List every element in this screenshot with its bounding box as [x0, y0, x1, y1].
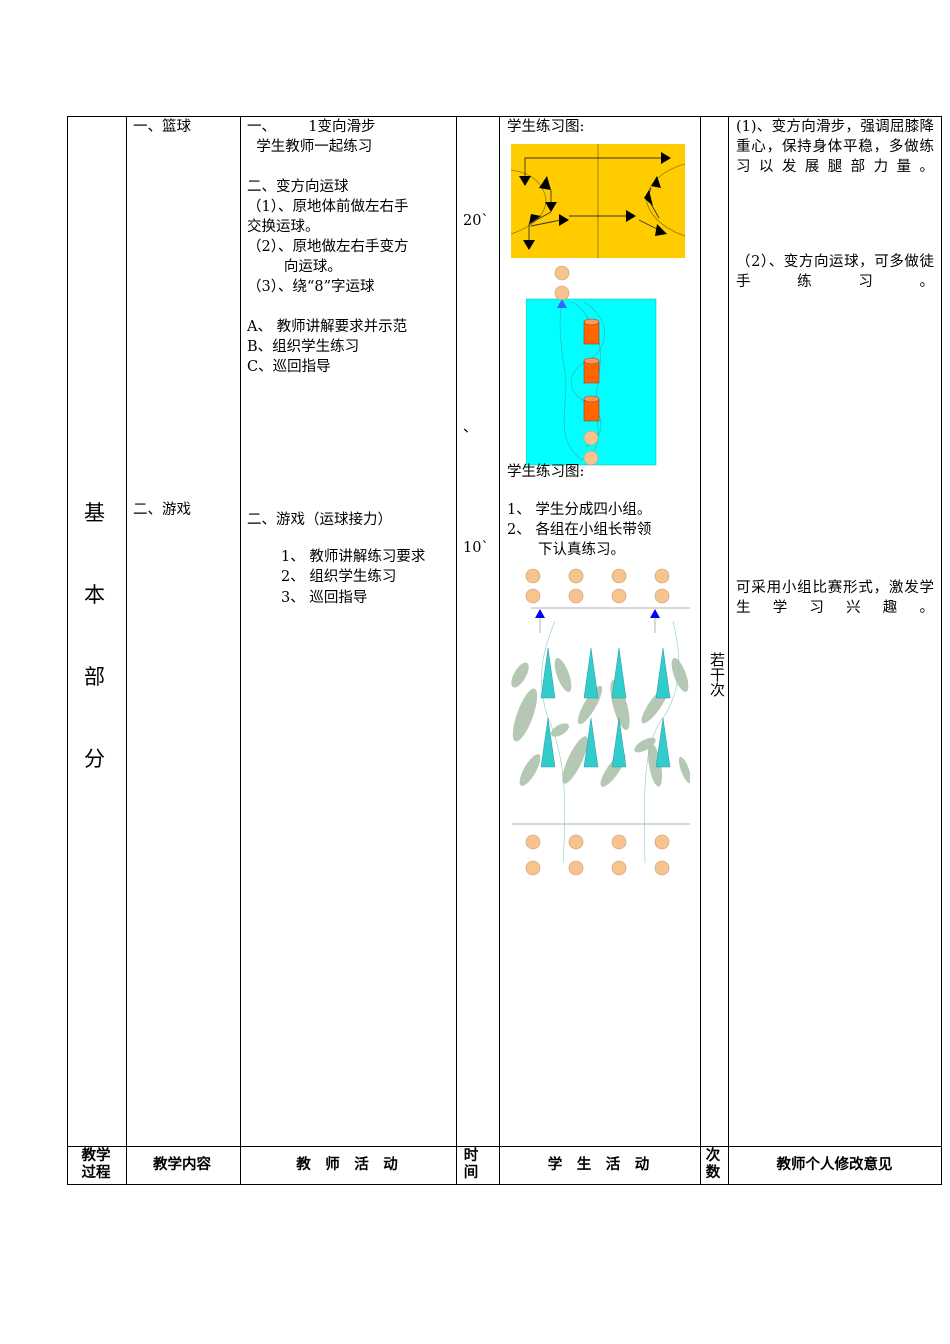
cylinder-cone-icon — [583, 318, 600, 422]
cone-triangle-icon — [540, 647, 671, 768]
section-label-char: 本 — [84, 583, 105, 607]
diagram-title-2: 学生练习图: — [507, 464, 585, 480]
col-divider — [700, 117, 701, 1184]
teacher-line — [247, 297, 452, 317]
teacher-line: B、组织学生练习 — [247, 339, 360, 355]
teacher-line: 向运球。 — [247, 259, 342, 275]
col-divider — [728, 117, 729, 1184]
teacher-line: 交换运球。 — [247, 219, 320, 235]
header-time: 时间 — [463, 1148, 479, 1181]
header-count: 次数 — [705, 1148, 721, 1181]
header-teacher-activity: 教 师 活 动 — [296, 1157, 398, 1173]
time-mark: 、 — [463, 420, 478, 436]
smiley-icon — [525, 568, 670, 876]
time-basketball: 20` — [463, 213, 489, 229]
section-label-char: 部 — [84, 665, 105, 689]
lesson-plan-table — [67, 116, 942, 1185]
figure-eight-dribble-diagram — [526, 265, 657, 466]
teacher-line: 学生教师一起练习 — [247, 139, 373, 155]
teacher-line: （1）、原地体前做左右手 — [247, 199, 409, 215]
remark-3: 可采用小组比赛形式，激发学生学习兴趣。 — [736, 580, 934, 616]
col-divider — [126, 117, 127, 1184]
teacher-line: （3）、绕“8”字运球 — [247, 279, 375, 295]
teacher-game-step: 2、 组织学生练习 — [281, 569, 397, 585]
teacher-game-step: 3、 巡回指导 — [281, 590, 368, 606]
col-divider — [240, 117, 241, 1184]
student-step: 1、 学生分成四小组。 — [507, 502, 652, 518]
header-teaching-content: 教学内容 — [153, 1157, 211, 1173]
header-teacher-comments: 教师个人修改意见 — [776, 1157, 893, 1173]
time-game: 10` — [463, 540, 489, 556]
count-value: 若干次 — [708, 652, 726, 697]
teacher-line: 二、变方向运球 — [247, 179, 349, 195]
content-game: 二、游戏 — [133, 502, 191, 518]
content-basketball: 一、篮球 — [133, 119, 191, 135]
header-student-activity: 学 生 活 动 — [547, 1157, 650, 1173]
diagram-title-1: 学生练习图: — [507, 119, 585, 135]
remark-1: (1)、变方向滑步，强调屈膝降重心，保持身体平稳，多做练习以发展腿部力量。 — [736, 119, 934, 175]
teacher-game-step: 1、 教师讲解练习要求 — [281, 549, 426, 565]
teacher-line — [247, 157, 452, 177]
student-step: 下认真练习。 — [538, 542, 625, 558]
footer-divider — [68, 1146, 941, 1147]
header-teaching-process: 教学过程 — [81, 1148, 111, 1181]
teacher-line: （2）、原地做左右手变方 — [247, 239, 409, 255]
student-step: 2、 各组在小组长带领 — [507, 522, 652, 538]
col-divider — [499, 117, 500, 1184]
court-slide-step-diagram — [511, 144, 685, 258]
smiley-icon — [554, 265, 599, 466]
teacher-game-title: 二、游戏（运球接力） — [247, 512, 392, 528]
remark-2: （2）、变方向运球，可多做徒手练习。 — [736, 254, 934, 290]
teacher-activity-basketball: 一、 1变向滑步 学生教师一起练习 二、变方向运球 （1）、原地体前做左右手 交… — [247, 117, 452, 377]
teacher-line: C、巡回指导 — [247, 359, 331, 375]
teacher-line: 一、 1变向滑步 — [247, 119, 376, 135]
section-label-char: 分 — [84, 747, 105, 771]
col-divider — [456, 117, 457, 1184]
relay-game-diagram — [511, 568, 690, 876]
teacher-line: A、 教师讲解要求并示范 — [247, 319, 408, 335]
section-label-char: 基 — [84, 501, 105, 525]
